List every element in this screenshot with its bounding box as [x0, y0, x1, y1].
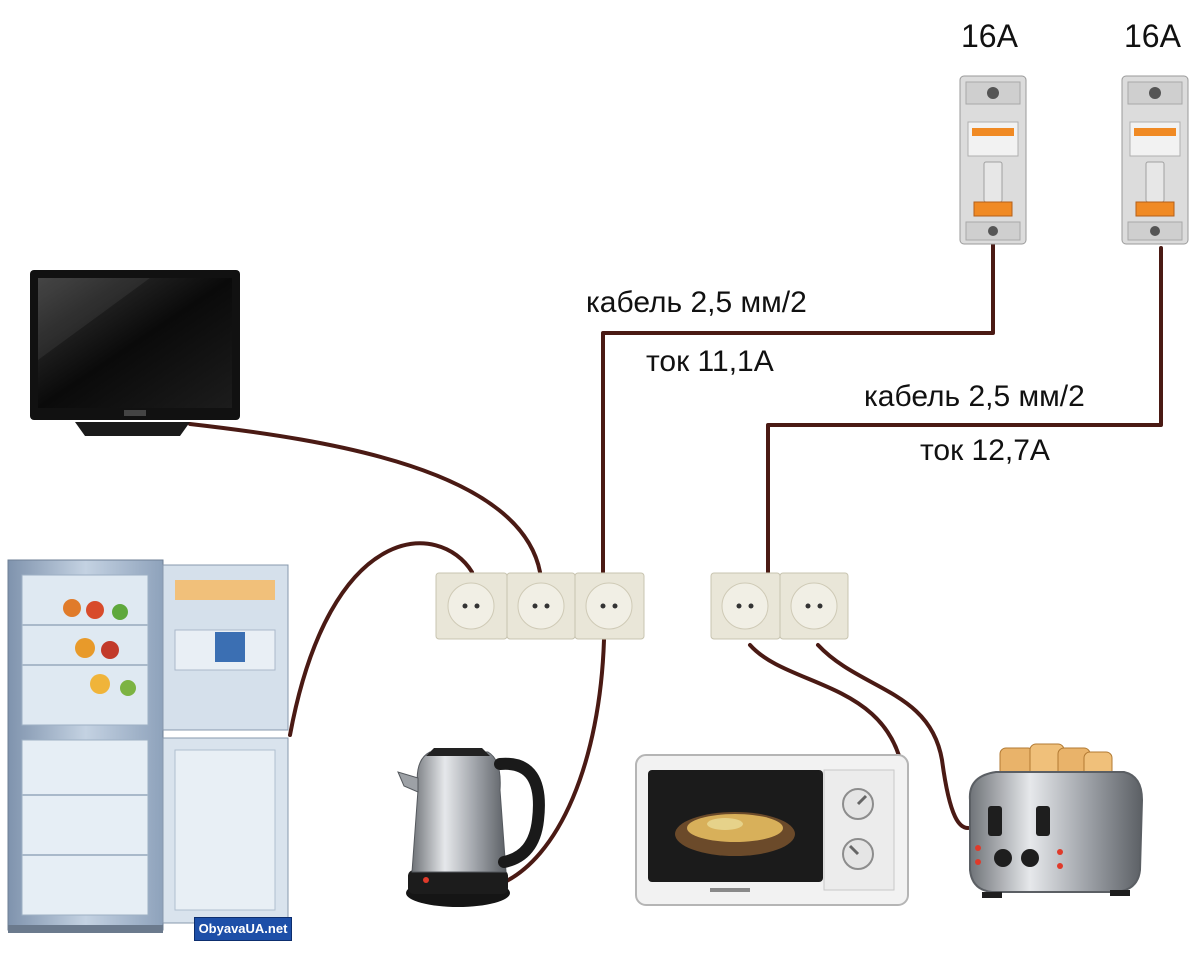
tv-icon [30, 270, 240, 436]
refrigerator-icon [7, 559, 289, 933]
refrigerator-power-cord [288, 541, 474, 737]
toaster-power-cord [816, 643, 970, 830]
breaker-1-rating: 16A [961, 18, 1018, 54]
supply-wire-circuit-2 [766, 246, 1163, 574]
socket [574, 572, 645, 640]
breaker-2-rating: 16A [1124, 18, 1181, 54]
circuit-breaker-1 [959, 75, 1027, 245]
socket-block-1 [435, 572, 645, 640]
circuit-breaker-2 [1121, 75, 1189, 245]
kettle-icon [397, 748, 545, 907]
circuit-1-current-label: ток 11,1A [646, 345, 774, 378]
kettle-power-cord [496, 638, 606, 887]
socket [435, 572, 508, 640]
socket [779, 572, 849, 640]
microwave-icon [635, 754, 909, 906]
circuit-2-current-label: ток 12,7A [920, 434, 1050, 467]
socket-block-2 [710, 572, 849, 640]
circuit-1-cable-label: кабель 2,5 мм/2 [586, 286, 807, 319]
socket [506, 572, 576, 640]
toaster-icon [968, 743, 1144, 898]
watermark-logo: ObyavaUA.net [194, 917, 292, 941]
tv-power-cord [188, 422, 542, 574]
supply-wire-circuit-1 [601, 240, 995, 574]
wires [188, 240, 1163, 887]
socket [710, 572, 781, 640]
circuit-2-cable-label: кабель 2,5 мм/2 [864, 380, 1085, 413]
